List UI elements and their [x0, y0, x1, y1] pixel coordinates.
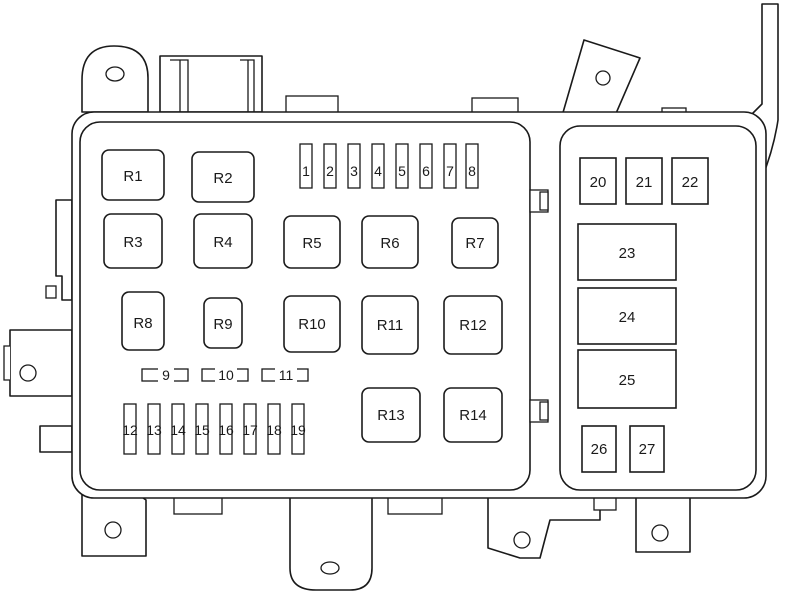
relay-label: R8	[133, 315, 152, 332]
relay-label: R14	[459, 407, 487, 424]
fuse-label-1: 1	[302, 163, 310, 179]
slot-label: 24	[619, 309, 636, 326]
relay-label: R1	[123, 168, 142, 185]
fuse-label-18: 18	[266, 422, 282, 438]
slot-26: 26	[581, 425, 617, 473]
fuse-label-5: 5	[398, 163, 406, 179]
slot-27: 27	[629, 425, 665, 473]
relay-r12: R12	[443, 295, 503, 355]
fuse-label-11: 11	[279, 367, 294, 383]
slot-21: 21	[625, 157, 663, 205]
relay-label: R3	[123, 234, 142, 251]
fuse-label-17: 17	[242, 422, 258, 438]
fuse-label-4: 4	[374, 163, 382, 179]
fuse-row-horizontal: 9 10 11	[141, 366, 309, 384]
relay-r11: R11	[361, 295, 419, 355]
fuse-label-6: 6	[422, 163, 430, 179]
fuse-label-3: 3	[350, 163, 358, 179]
relay-r8: R8	[121, 291, 165, 351]
relay-label: R13	[377, 407, 405, 424]
slot-label: 26	[591, 441, 608, 458]
fuse-label-19: 19	[290, 422, 306, 438]
slot-label: 20	[590, 174, 607, 191]
fuse-label-9: 9	[162, 367, 170, 383]
relay-r9: R9	[203, 297, 243, 349]
slot-23: 23	[577, 223, 677, 281]
slot-22: 22	[671, 157, 709, 205]
fuse-label-7: 7	[446, 163, 454, 179]
relay-label: R2	[213, 170, 232, 187]
right-compartment: 20 21 22 23 24 25 26 27	[577, 157, 709, 473]
fuse-label-13: 13	[146, 422, 162, 438]
relay-r3: R3	[103, 213, 163, 269]
relay-r5: R5	[283, 215, 341, 269]
slot-20: 20	[579, 157, 617, 205]
relay-r14: R14	[443, 387, 503, 443]
fuse-label-12: 12	[122, 422, 138, 438]
relay-r7: R7	[451, 217, 499, 269]
relay-label: R12	[459, 317, 487, 334]
slot-25: 25	[577, 349, 677, 409]
relay-r10: R10	[283, 295, 341, 353]
relay-label: R5	[302, 235, 321, 252]
relay-label: R7	[465, 235, 484, 252]
relay-label: R9	[213, 316, 232, 333]
relay-r1: R1	[101, 149, 165, 201]
fuse-label-10: 10	[218, 367, 234, 383]
slot-label: 27	[639, 441, 656, 458]
fuse-label-15: 15	[194, 422, 210, 438]
relay-r13: R13	[361, 387, 421, 443]
relay-label: R4	[213, 234, 232, 251]
slot-label: 23	[619, 245, 636, 262]
slot-label: 21	[636, 174, 653, 191]
relay-label: R6	[380, 235, 399, 252]
slot-label: 22	[682, 174, 699, 191]
slot-label: 25	[619, 372, 636, 389]
fuse-label-14: 14	[170, 422, 186, 438]
relay-r2: R2	[191, 151, 255, 203]
relay-r4: R4	[193, 213, 253, 269]
relay-label: R10	[298, 316, 326, 333]
fuse-row-bottom: 12 13 14 15 16 17 18 19	[122, 403, 306, 455]
slot-24: 24	[577, 287, 677, 345]
fuse-row-top: 1 2 3 4 5 6 7 8	[299, 143, 479, 189]
fuse-label-8: 8	[468, 163, 476, 179]
fuse-label-16: 16	[218, 422, 234, 438]
fuse-label-2: 2	[326, 163, 334, 179]
relay-label: R11	[377, 317, 403, 334]
relay-r6: R6	[361, 215, 419, 269]
